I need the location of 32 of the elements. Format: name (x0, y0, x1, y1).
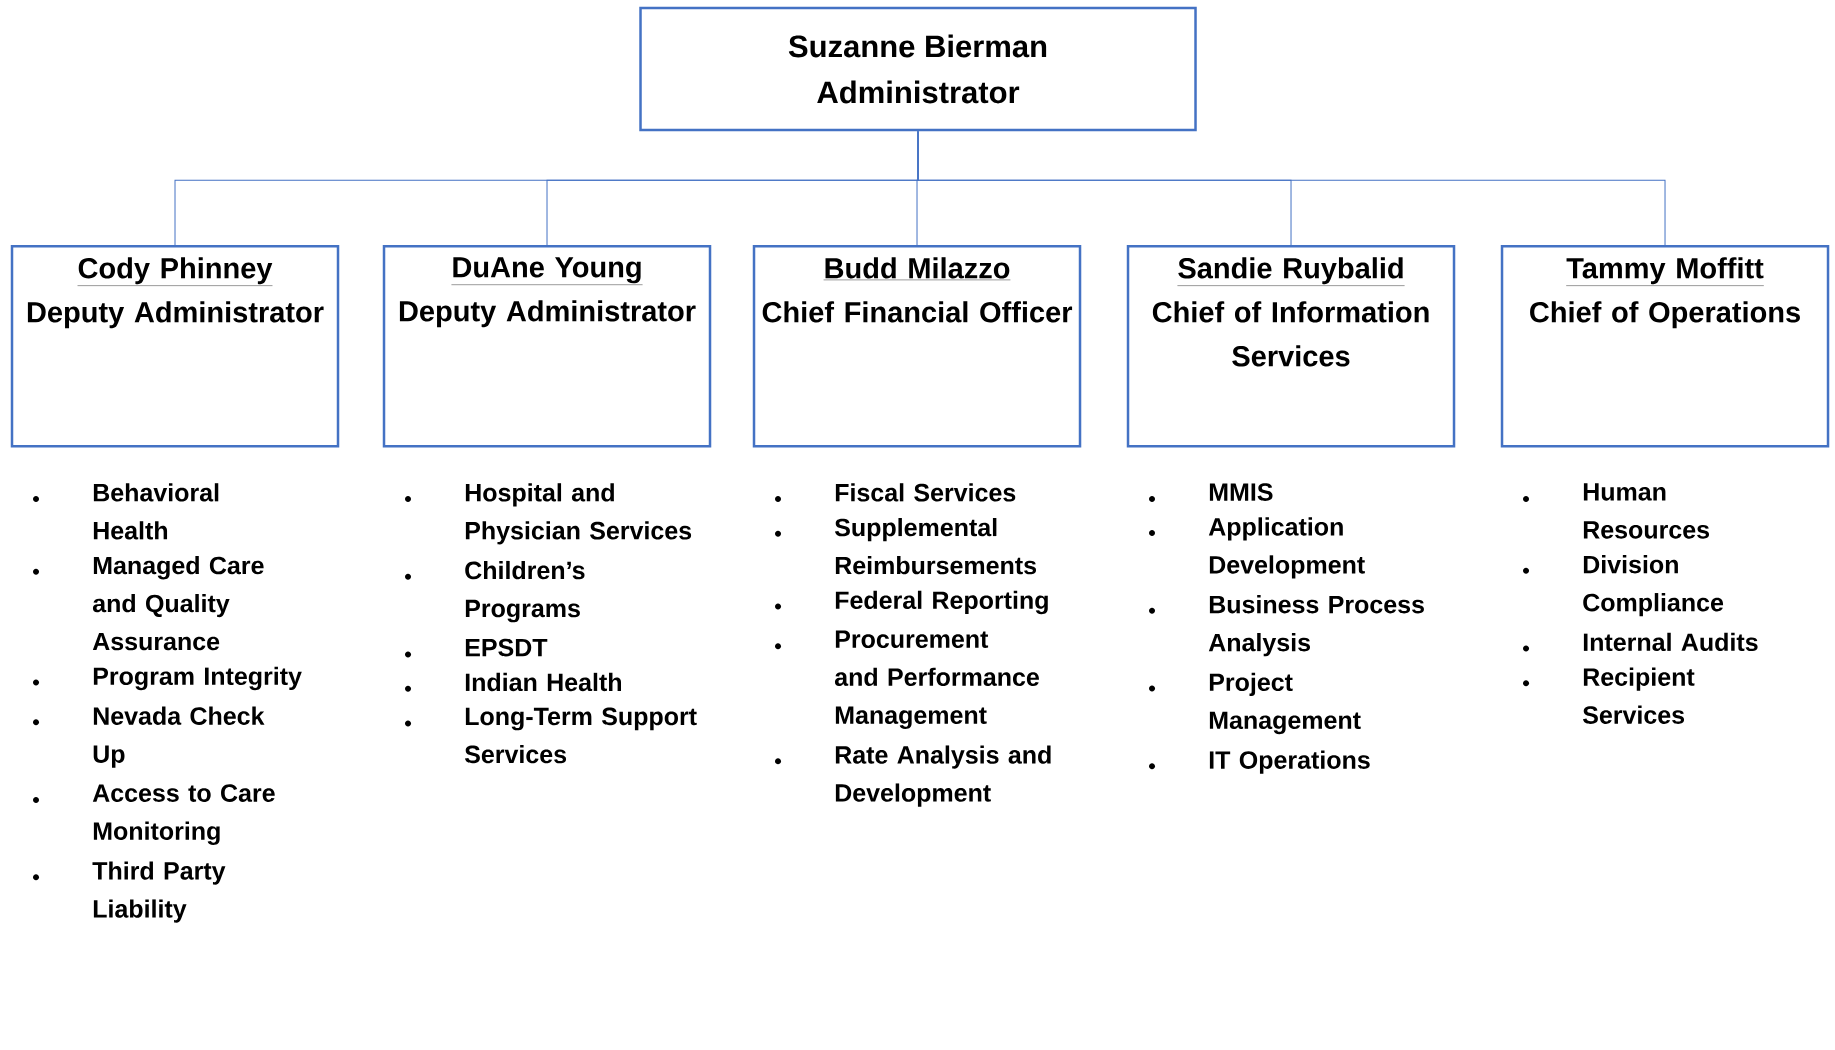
bullet-item: Supplemental Reimbursements (775, 517, 1036, 575)
manager-box: DuAne Young Deputy Administrator (382, 245, 712, 448)
bullet-item: Hospital and Physician Services (405, 483, 692, 545)
bullet-item: Business Process Analysis (1149, 595, 1424, 657)
manager-box: Budd Milazzo Chief Financial Officer (752, 245, 1082, 448)
bullet-item: Application Development (1149, 517, 1365, 579)
bullet-item: Nevada Check Up (33, 706, 265, 768)
bullet-item: MMIS (1149, 483, 1273, 502)
bullet-item: Third Party Liability (33, 861, 226, 923)
bullet-item: EPSDT (405, 638, 548, 658)
bullet-item: Behavioral Health (33, 483, 219, 540)
bullet-item: Division Compliance (1523, 555, 1724, 617)
manager-box: Tammy Moffitt Chief of Operations (1500, 245, 1830, 448)
bullet-item: Access to Care Monitoring (33, 784, 275, 845)
connector-line (917, 130, 1666, 246)
manager-box: Sandie Ruybalid Chief of Information Services (1126, 245, 1456, 448)
administrator-box: Suzanne Bierman Administrator (639, 6, 1197, 132)
bullet-item: Internal Audits (1523, 632, 1758, 652)
bullet-item: Fiscal Services (775, 483, 1016, 502)
bullet-item: IT Operations (1149, 750, 1370, 774)
bullet-item: Children’s Programs (405, 560, 585, 623)
manager-box: Cody Phinney Deputy Administrator (10, 245, 340, 448)
bullet-item: Recipient Services (1523, 667, 1695, 724)
bullet-item: Rate Analysis and Development (775, 745, 1051, 807)
bullet-item: Managed Care and Quality Assurance (33, 555, 264, 651)
bullet-item: Federal Reporting (775, 590, 1048, 615)
bullet-item: Human Resources (1523, 483, 1709, 539)
bullet-item: Procurement and Performance Management (775, 630, 1039, 730)
bullet-item: Long-Term Support Services (405, 707, 697, 764)
bullet-item: Program Integrity (33, 666, 302, 691)
bullet-item: Indian Health (405, 672, 621, 692)
bullet-item: Project Management (1149, 672, 1361, 735)
